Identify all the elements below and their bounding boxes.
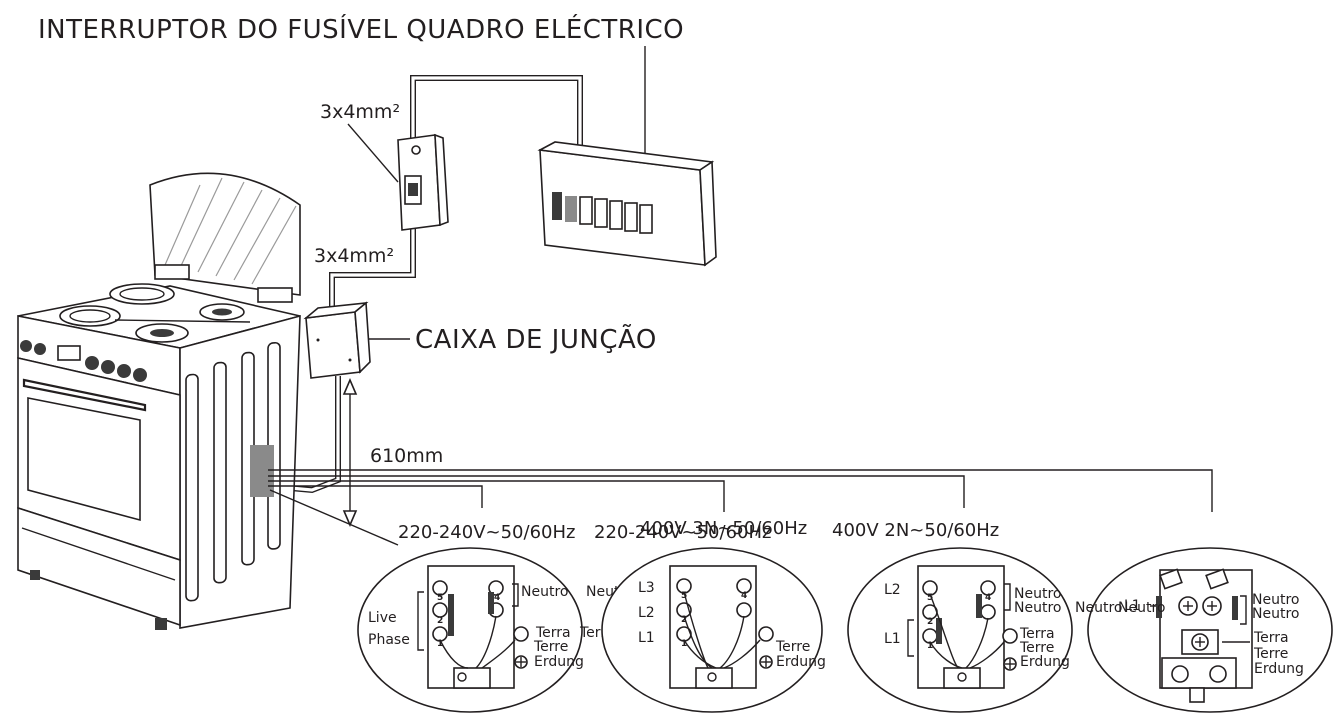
- svg-text:4: 4: [741, 591, 747, 601]
- diagram4-neutral-2: Neutro: [1252, 606, 1299, 622]
- diagram3-neutral-1: Neutro: [1014, 586, 1061, 602]
- diagram3-l2: L2: [884, 582, 901, 598]
- diagram2-earth-1: Terre: [775, 639, 810, 655]
- svg-text:2: 2: [437, 616, 443, 626]
- height-dimension: [342, 377, 358, 528]
- diagram1-earth-1: Terra: [535, 625, 571, 641]
- svg-text:1: 1: [927, 641, 933, 651]
- voltage-option-3: 400V 3N~50/60Hz: [640, 518, 807, 539]
- diagram3-earth-2: Terre: [1019, 640, 1054, 656]
- diagram1-earth-3: Terre: [533, 639, 568, 655]
- svg-text:5: 5: [927, 593, 933, 603]
- svg-text:4: 4: [985, 593, 991, 603]
- diagram2-earth-2: Erdung: [776, 654, 826, 670]
- voltage-option-1: 220-240V~50/60Hz: [398, 522, 575, 543]
- wiring-diagram-4: L1 Neutro Neutro Neutro Neutro Terra Ter…: [1075, 547, 1333, 713]
- diagram3-earth-3: Erdung: [1020, 654, 1070, 670]
- svg-text:5: 5: [437, 593, 443, 603]
- voltage-option-2: 220-240V~50/60Hz: [594, 522, 771, 543]
- diagram-leaders: [268, 469, 1213, 546]
- diagram3-l1: L1: [884, 631, 901, 647]
- wiring-diagram-3: 5 2 1 4 L2 L1 Neutro Neutro Terra Terre …: [847, 547, 1073, 713]
- height-label: 610mm: [370, 445, 443, 467]
- diagram4-neutral-1: Neutro: [1252, 592, 1299, 608]
- cable-lower-label: 3x4mm²: [314, 245, 394, 267]
- fuse-switch-label: INTERRUPTOR DO FUSÍVEL QUADRO ELÉCTRICO: [38, 13, 684, 45]
- diagram1-phase: Phase: [368, 632, 410, 648]
- distribution-panel: [537, 141, 717, 267]
- wiring-diagram-2: 5 2 1 4 L3 L2 L1 Terre Erdung: [601, 547, 826, 713]
- svg-text:2: 2: [681, 615, 687, 625]
- diagram4-earth-2: Terre: [1253, 646, 1288, 662]
- diagram4-earth-1: Terra: [1253, 630, 1289, 646]
- diagram3-earth-1: Terra: [1019, 626, 1055, 642]
- diagram1-earth-4: Erdung: [534, 654, 584, 670]
- svg-text:4: 4: [494, 593, 500, 603]
- diagram4-earth-3: Erdung: [1254, 661, 1304, 677]
- svg-text:5: 5: [681, 591, 687, 601]
- cable-upper-leader: [347, 123, 399, 183]
- supply-cables: [267, 75, 583, 494]
- diagram4-neutral-inline-1: Neutro: [1075, 600, 1122, 616]
- svg-text:1: 1: [437, 639, 443, 649]
- diagram4-l1: L1: [1124, 598, 1141, 614]
- junction-box: [303, 301, 371, 379]
- fuse-switch-box: [397, 133, 449, 231]
- cooker-drawer: [17, 506, 181, 627]
- svg-text:2: 2: [927, 617, 933, 627]
- wiring-diagram-1: 5 2 1 4 Live Phase Neutro Neutro Terra T…: [357, 547, 633, 713]
- junction-box-label: CAIXA DE JUNÇÃO: [415, 323, 657, 355]
- svg-text:1: 1: [681, 639, 687, 649]
- diagram4-neutral-inline-2: Neutro: [1118, 600, 1165, 616]
- diagram1-live: Live: [368, 610, 397, 626]
- diagram3-neutral-2: Neutro: [1014, 600, 1061, 616]
- diagram2-l1: L1: [638, 630, 655, 646]
- diagram1-neutral-1: Neutro: [521, 584, 568, 600]
- voltage-option-4: 400V 2N~50/60Hz: [832, 520, 999, 541]
- cooker: [17, 172, 301, 630]
- diagram2-l2: L2: [638, 605, 655, 621]
- cable-upper-label: 3x4mm²: [320, 101, 400, 123]
- diagram2-l3: L3: [638, 580, 655, 596]
